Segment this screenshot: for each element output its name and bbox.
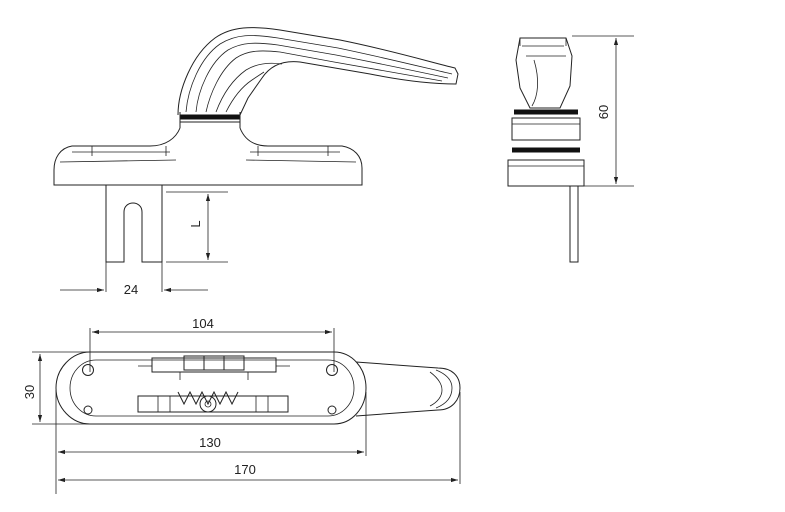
screw-hole-top-left — [82, 364, 94, 376]
dimension-30-label: 30 — [22, 385, 37, 399]
front-view-lever — [177, 27, 459, 116]
side-view-spindle — [569, 185, 579, 263]
screw-hole-top-right — [326, 364, 338, 376]
bottom-view-mechanism — [137, 355, 290, 413]
front-view-spindle — [105, 185, 163, 263]
dimension-130-label: 130 — [199, 435, 221, 450]
bottom-view-lever — [355, 361, 461, 417]
screw-hole-bottom-right — [327, 405, 337, 415]
side-view: 60 — [507, 35, 634, 263]
front-view-base — [53, 127, 363, 186]
dimension-170-label: 170 — [234, 462, 256, 477]
dimension-24-label: 24 — [124, 282, 138, 297]
screw-hole-bottom-left — [83, 405, 93, 415]
dimension-104-label: 104 — [192, 316, 214, 331]
dimension-60-label: 60 — [596, 105, 611, 119]
bottom-view-plate — [55, 351, 367, 425]
bottom-view: 104 30 — [22, 316, 461, 494]
dimension-l-label: L — [188, 220, 203, 227]
side-view-handle-top — [515, 37, 573, 109]
front-view: L 24 — [53, 27, 459, 297]
